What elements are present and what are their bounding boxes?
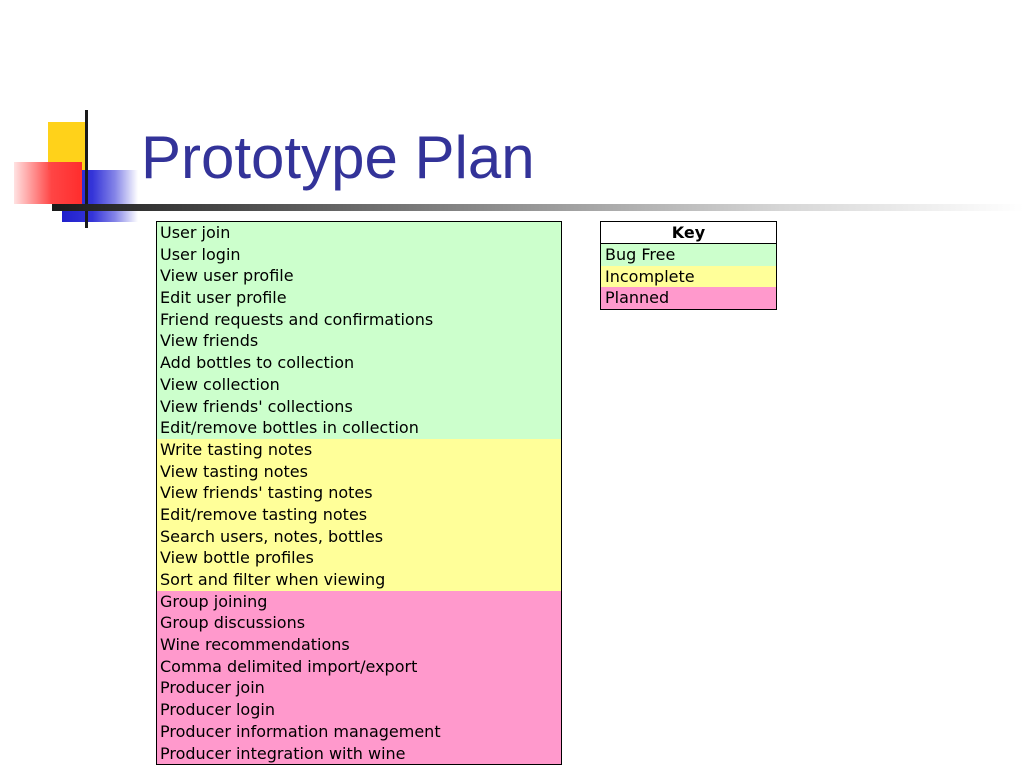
title-underline-rule bbox=[52, 204, 1024, 211]
feature-row: Sort and filter when viewing bbox=[157, 569, 561, 591]
feature-row: Producer login bbox=[157, 699, 561, 721]
feature-row: Search users, notes, bottles bbox=[157, 525, 561, 548]
feature-row: View collection bbox=[157, 373, 561, 396]
feature-row: View bottle profiles bbox=[157, 547, 561, 569]
feature-row: Edit/remove tasting notes bbox=[157, 503, 561, 526]
key-legend-table: Key Bug Free Incomplete Planned bbox=[600, 221, 777, 311]
feature-row: View friends bbox=[157, 330, 561, 353]
feature-row: Friend requests and confirmations bbox=[157, 308, 561, 331]
feature-row: User login bbox=[157, 243, 561, 266]
key-header: Key bbox=[601, 222, 776, 244]
feature-row: Group joining bbox=[157, 590, 561, 613]
feature-row: Producer information management bbox=[157, 720, 561, 743]
feature-row: Group discussions bbox=[157, 612, 561, 635]
feature-row: User join bbox=[157, 222, 561, 244]
feature-row: Edit/remove bottles in collection bbox=[157, 417, 561, 439]
key-row-planned: Planned bbox=[601, 287, 776, 310]
page-title: Prototype Plan bbox=[141, 124, 535, 191]
ornament-vertical-line bbox=[85, 110, 88, 228]
feature-row: View friends' tasting notes bbox=[157, 482, 561, 504]
feature-row: Edit user profile bbox=[157, 287, 561, 309]
key-row-incomplete: Incomplete bbox=[601, 265, 776, 288]
ornament-red-square bbox=[14, 162, 82, 204]
key-row-bug-free: Bug Free bbox=[601, 244, 776, 266]
feature-row: Producer join bbox=[157, 677, 561, 700]
feature-row: Wine recommendations bbox=[157, 634, 561, 656]
feature-row: Comma delimited import/export bbox=[157, 655, 561, 678]
feature-row: Producer integration with wine bbox=[157, 742, 561, 765]
feature-row: View user profile bbox=[157, 265, 561, 288]
feature-row: Write tasting notes bbox=[157, 438, 561, 461]
feature-row: View friends' collections bbox=[157, 395, 561, 418]
feature-row: Add bottles to collection bbox=[157, 352, 561, 374]
feature-row: View tasting notes bbox=[157, 460, 561, 483]
